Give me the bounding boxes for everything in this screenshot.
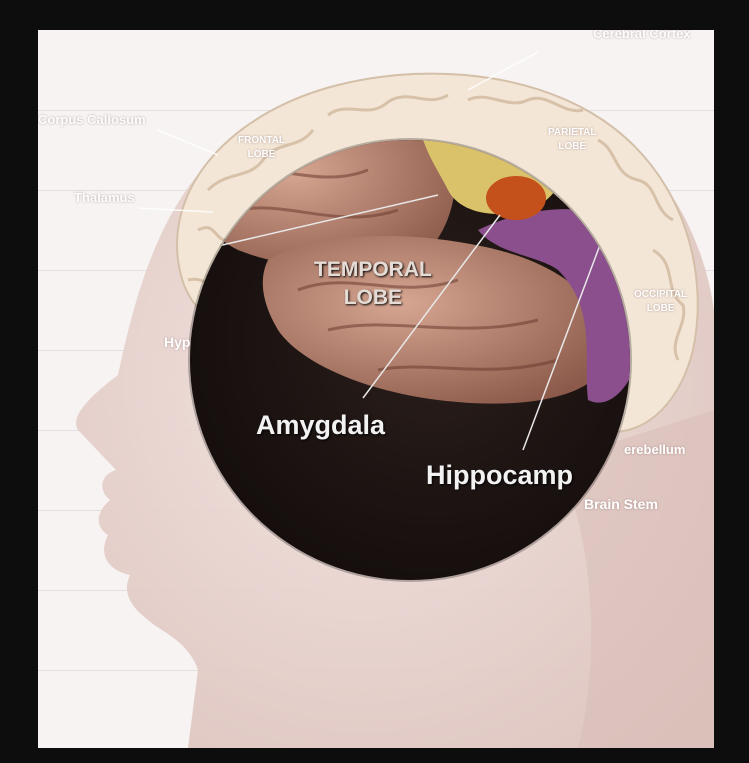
label-parietal-lobe: PARIETAL LOBE	[548, 126, 597, 154]
label-temporal-line1: TEMPORAL	[314, 258, 432, 282]
label-brain-stem: Brain Stem	[584, 496, 658, 512]
label-temporal-lobe: TEMPORAL LOBE	[314, 258, 432, 310]
label-corpus-callosum: Corpus Callosum	[38, 112, 146, 127]
label-amygdala: Amygdala	[256, 410, 385, 441]
label-occipital-lobe: OCCIPITAL LOBE	[634, 288, 687, 316]
diagram-canvas: Cerebral Cortex Corpus Callosum Thalamus…	[38, 30, 714, 748]
brain-illustration	[38, 30, 714, 748]
label-hypothalamus: Hyp	[164, 334, 190, 350]
label-hippocampus: Hippocamp	[426, 460, 626, 491]
label-cerebellum: erebellum	[624, 442, 685, 457]
label-frontal-lobe: FRONTAL LOBE	[238, 134, 285, 162]
label-temporal-line2: LOBE	[314, 286, 432, 310]
amygdala-structure	[486, 176, 546, 220]
label-thalamus: Thalamus	[74, 190, 135, 205]
label-cerebral-cortex: Cerebral Cortex	[593, 30, 691, 41]
